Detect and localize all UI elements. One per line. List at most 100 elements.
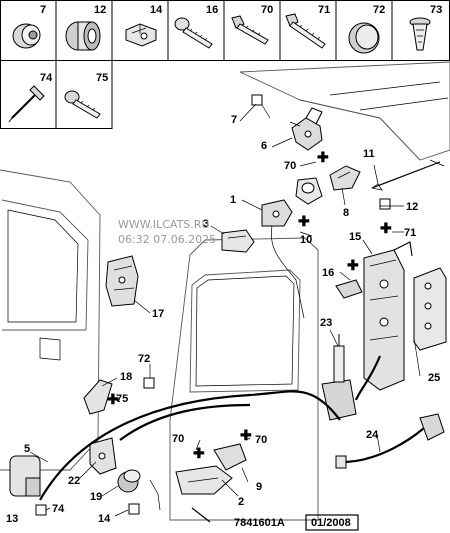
cap-icon	[348, 22, 380, 54]
grid-number-73: 73	[430, 4, 442, 16]
control-cable	[270, 225, 305, 319]
drawing-code: 7841601A	[234, 517, 285, 529]
svg-text:✚: ✚	[347, 257, 359, 273]
part-9-bracket	[213, 443, 247, 471]
callout-15: 15	[349, 231, 361, 243]
part-22-bracket	[89, 437, 117, 475]
drawing-footer: 7841601A 01/2008	[234, 514, 359, 531]
part-25-plate	[413, 267, 447, 351]
svg-text:✚: ✚	[240, 427, 252, 443]
lower-cable	[149, 479, 161, 511]
grid-number-7: 7	[40, 4, 46, 16]
callout-16: 16	[322, 267, 334, 279]
side-door-outline	[0, 169, 101, 471]
callout-70-right: 70	[255, 434, 267, 446]
part-13-cap	[9, 455, 41, 497]
callout-24: 24	[366, 429, 379, 441]
callout-18: 18	[120, 371, 132, 383]
part-11-rod	[371, 159, 445, 191]
part-72-cap	[143, 377, 155, 389]
grid-number-75: 75	[96, 72, 108, 84]
grid-number-14: 14	[150, 4, 163, 16]
fastener-markers: ✚ ✚ ✚ ✚ ✚ ✚ ✚	[107, 149, 392, 461]
clip-icon	[125, 23, 157, 47]
callout-13: 13	[6, 513, 18, 525]
callout-17: 17	[152, 308, 164, 320]
part-8-bracket	[329, 165, 361, 191]
part-14-clip	[128, 503, 140, 515]
parts-grid: 7 12 14	[0, 0, 450, 129]
grid-cell-70: 70	[231, 4, 273, 45]
watermark: WWW.ILCATS.RU 06:32 07.06.2025	[118, 218, 216, 246]
callout-3: 3	[203, 218, 209, 230]
watermark-timestamp: 06:32 07.06.2025	[118, 233, 216, 246]
screw-icon	[174, 17, 213, 49]
callout-70-left: 70	[172, 433, 184, 445]
svg-text:✚: ✚	[298, 213, 310, 229]
part-17-hinge	[105, 255, 139, 307]
part-19-grommet	[117, 469, 141, 493]
grid-cell-73: 73	[409, 4, 442, 51]
rivet-icon	[8, 85, 45, 123]
callout-6: 6	[261, 140, 267, 152]
callout-5: 5	[24, 443, 30, 455]
svg-text:✚: ✚	[193, 445, 205, 461]
callout-2: 2	[238, 496, 244, 508]
grid-cell-16: 16	[174, 4, 218, 49]
callout-1: 1	[230, 194, 236, 206]
wiring-harness	[39, 355, 425, 501]
callout-72: 72	[138, 353, 150, 365]
rivet-icon	[409, 17, 431, 51]
callout-8: 8	[343, 207, 349, 219]
callout-71: 71	[404, 227, 416, 239]
callout-19: 19	[90, 491, 102, 503]
part-24-connector	[335, 413, 445, 469]
grid-number-71: 71	[318, 4, 330, 16]
callout-23: 23	[320, 317, 332, 329]
screw-icon	[64, 90, 101, 119]
grommet-icon	[65, 21, 101, 51]
part-3-handle	[221, 229, 255, 253]
callout-75: 75	[116, 393, 128, 405]
callout-74: 74	[52, 503, 65, 515]
grid-number-16: 16	[206, 4, 218, 16]
grid-cell-75: 75	[64, 72, 108, 119]
part-7-plug	[251, 94, 271, 119]
grid-cell-71: 71	[285, 4, 330, 49]
grid-cell-74: 74	[8, 72, 53, 123]
part-12-grommet	[379, 198, 391, 210]
leader-lines	[29, 103, 421, 517]
grid-cell-7: 7	[12, 4, 46, 49]
part-6-latch	[289, 107, 323, 151]
callout-11: 11	[363, 148, 375, 160]
part-1-lock	[261, 199, 293, 227]
callout-22: 22	[68, 475, 80, 487]
callout-70-top: 70	[284, 160, 296, 172]
svg-text:✚: ✚	[380, 220, 392, 236]
part-23-actuator	[321, 334, 357, 421]
drawing-date: 01/2008	[311, 517, 351, 529]
callout-7: 7	[231, 114, 237, 126]
callout-12: 12	[406, 201, 418, 213]
grid-number-72: 72	[373, 4, 385, 16]
plug-icon	[12, 23, 41, 49]
svg-text:✚: ✚	[107, 391, 119, 407]
part-2-handle	[175, 465, 233, 495]
grid-cell-72: 72	[348, 4, 385, 54]
callout-9: 9	[256, 481, 262, 493]
part-74-rivet	[35, 504, 47, 516]
callout-25: 25	[428, 372, 440, 384]
part-14-rod	[191, 507, 211, 523]
bolt-icon	[231, 15, 269, 45]
bolt-icon	[285, 13, 326, 49]
callout-10: 10	[300, 234, 312, 246]
part-16-hook	[335, 279, 363, 299]
callout-14: 14	[98, 513, 111, 525]
watermark-site: WWW.ILCATS.RU	[118, 218, 209, 231]
part-15-lock-assembly	[363, 241, 413, 391]
grid-number-12: 12	[94, 4, 106, 16]
callout-numbers: 7 6 70 11 8 12 71 1 3 10 15 16 17 23 72 …	[6, 114, 440, 525]
part-18-bumper	[83, 379, 113, 415]
grid-cell-14: 14	[125, 4, 163, 47]
grid-number-70: 70	[261, 4, 273, 16]
